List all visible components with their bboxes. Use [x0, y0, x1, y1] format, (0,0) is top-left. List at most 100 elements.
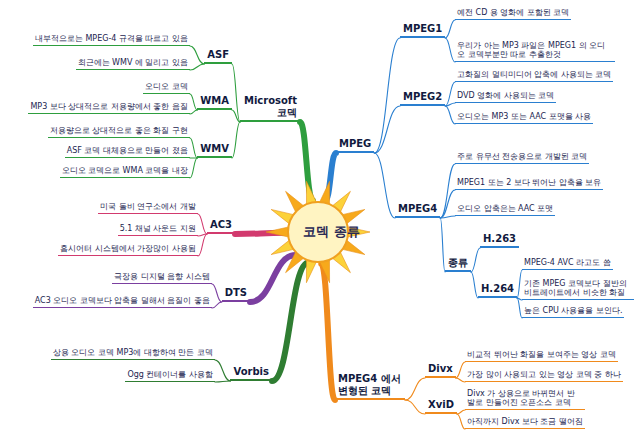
- note-node: 우리가 아는 MP3 파일은 MPEG1 의 오디오 코덱부분만 따로 추출한것: [455, 41, 615, 62]
- note-text: 극장용 디지털 음향 시스템: [114, 272, 210, 282]
- note-text: 홈시어터 시스템에서 가장많이 사용됨: [60, 244, 196, 254]
- topic-text: WMA: [200, 95, 229, 107]
- topic-node: H.264: [478, 283, 517, 298]
- note-node: 저용량으로 상대적으로 좋은 화질 구현: [48, 126, 190, 138]
- center-topic: 코덱 종류: [286, 200, 350, 264]
- topic-node: MPEG: [336, 138, 374, 153]
- sub-branch: [190, 46, 204, 64]
- note-node: Ogg 컨테이너를 사용함: [125, 370, 215, 382]
- note-node: 기존 MPEG 코덱보다 절반의 비트레이트에서 비슷한 화질: [522, 279, 634, 300]
- sun-ray: [266, 227, 288, 237]
- note-text: 우리가 아는 MP3 파일은 MPEG1 의 오디오 코덱부분만 따로 추출한것: [457, 41, 613, 60]
- note-node: 오디오 코덱으로 WMA 코덱을 내장: [60, 166, 190, 178]
- note-text: DVD 영화에 사용되는 코덱: [457, 91, 554, 101]
- note-text: MP3 보다 상대적으로 저용량에서 좋한 음질: [30, 102, 188, 112]
- sub-branch: [212, 284, 222, 302]
- sub-branch: [190, 138, 197, 158]
- note-text: 내부적으로는 MPEG-4 규격을 따르고 있음: [35, 34, 188, 44]
- topic-text: H.263: [483, 233, 516, 245]
- topic-node: WMV: [197, 143, 232, 158]
- center-text: 코덱 종류: [303, 225, 333, 240]
- note-text: AC3 오디오 코덱보다 압축을 덜해서 음질이 좋음: [35, 296, 210, 306]
- sub-branch: [232, 122, 240, 158]
- note-text: 오디오는 MP3 또는 AAC 포맷을 사용: [457, 112, 591, 122]
- sub-branch: [471, 272, 478, 298]
- note-node: 오디오는 MP3 또는 AAC 포맷을 사용: [455, 112, 593, 124]
- note-text: Divx 가 상용으로 바뀌면서 반발로 만들어진 오픈소스 코덱: [467, 389, 583, 408]
- note-node: MP3 보다 상대적으로 저용량에서 좋한 음질: [28, 102, 190, 114]
- sub-branch: [190, 158, 197, 178]
- note-text: 오디오 압축은는 AAC 포맷: [457, 204, 553, 214]
- main-branch: [272, 263, 309, 381]
- sub-branch: [374, 153, 395, 218]
- topic-node: XviD: [425, 399, 457, 414]
- sub-branch: [445, 103, 455, 106]
- sun-ray: [306, 260, 316, 283]
- note-node: 내부적으로는 MPEG-4 규격을 따르고 있음: [33, 34, 190, 46]
- note-text: 기존 MPEG 코덱보다 절반의 비트레이트에서 비슷한 화질: [524, 279, 632, 298]
- topic-node: ASF: [204, 49, 232, 64]
- note-node: 최근에는 WMV 에 밀리고 있음: [76, 58, 190, 70]
- note-text: Ogg 컨테이너를 사용함: [127, 370, 213, 380]
- topic-text: Divx: [428, 363, 453, 375]
- note-text: 예전 CD 용 영화에 포함된 코덱: [457, 8, 569, 18]
- note-node: 5.1 채널 사운드 지원: [118, 224, 198, 236]
- sub-branch: [456, 362, 465, 378]
- note-text: 저용량으로 상대적으로 좋은 화질 구현: [50, 126, 188, 136]
- note-node: 홈시어터 시스템에서 가장많이 사용됨: [58, 244, 198, 256]
- topic-text: Vorbis: [233, 366, 269, 378]
- note-node: 주로 유무선 전송용으로 개발된 코덱: [455, 152, 589, 164]
- topic-text: MPEG4: [398, 203, 437, 215]
- topic-text: XviD: [428, 399, 454, 411]
- topic-node: Vorbis: [230, 366, 272, 381]
- sub-branch: [445, 38, 455, 62]
- note-text: 가장 많이 사용되고 있는 영상 코덱 중 하나: [467, 370, 621, 380]
- topic-text: ASF: [207, 49, 229, 61]
- sub-branch: [190, 94, 197, 110]
- topic-node: Divx: [425, 363, 456, 378]
- sub-branch: [190, 110, 197, 114]
- topic-text: MPEG4 에서 변형된 코덱: [338, 373, 402, 397]
- sub-branch: [445, 106, 455, 124]
- note-text: ASF 코덱 대체용으로 만들어 졌음: [67, 146, 188, 156]
- sun-ray: [306, 181, 316, 204]
- note-text: MPEG1 또는 2 보다 뛰어난 압축율 보유: [457, 178, 601, 188]
- topic-node: MPEG4: [395, 203, 440, 218]
- sub-branch: [232, 110, 240, 122]
- topic-text: MPEG1: [403, 23, 442, 35]
- note-node: Divx 가 상용으로 바뀌면서 반발로 만들어진 오픈소스 코덱: [465, 389, 585, 410]
- sub-branch: [456, 378, 465, 382]
- note-node: 극장용 디지털 음향 시스템: [112, 272, 212, 284]
- topic-node: MPEG2: [400, 91, 445, 106]
- sub-branch: [190, 64, 204, 70]
- sub-branch: [457, 414, 465, 429]
- topic-text: AC3: [210, 219, 232, 231]
- note-text: 아직까지 Divx 보다 조금 떨어짐: [467, 417, 583, 427]
- note-text: 고화질의 멀티미디어 압축에 사용되는 코덱: [457, 70, 611, 80]
- topic-node: MPEG4 에서 변형된 코덱: [335, 373, 405, 400]
- note-text: 최근에는 WMV 에 밀리고 있음: [78, 58, 188, 68]
- note-node: 오디오 압축은는 AAC 포맷: [455, 204, 555, 216]
- note-node: MPEG-4 AVC 라고도 씀: [522, 258, 613, 270]
- note-text: 높은 CPU 사용율을 보인다.: [524, 306, 622, 316]
- note-text: MPEG-4 AVC 라고도 씀: [524, 258, 611, 268]
- topic-text: Microsoft 코덱: [243, 95, 297, 119]
- sun-ray: [348, 227, 370, 237]
- topic-node: H.263: [480, 233, 519, 248]
- sub-branch: [405, 400, 425, 414]
- note-node: 높은 CPU 사용율을 보인다.: [522, 306, 624, 318]
- topic-text: MPEG: [339, 138, 371, 150]
- note-text: 주로 유무선 전송용으로 개발된 코덱: [457, 152, 587, 162]
- sun-ray: [320, 181, 330, 204]
- topic-node: MPEG1: [400, 23, 445, 38]
- note-text: 비교적 뛰어난 화질을 보여주는 영상 코덱: [467, 350, 616, 360]
- topic-text: 종류: [448, 257, 468, 269]
- note-node: AC3 오디오 코덱보다 압축을 덜해서 음질이 좋음: [33, 296, 212, 308]
- note-node: 비교적 뛰어난 화질을 보여주는 영상 코덱: [465, 350, 618, 362]
- sub-branch: [457, 410, 465, 414]
- note-node: 고화질의 멀티미디어 압축에 사용되는 코덱: [455, 70, 613, 82]
- topic-text: DTS: [225, 287, 247, 299]
- topic-text: H.264: [481, 283, 514, 295]
- sub-branch: [374, 106, 400, 153]
- sub-branch: [198, 214, 207, 234]
